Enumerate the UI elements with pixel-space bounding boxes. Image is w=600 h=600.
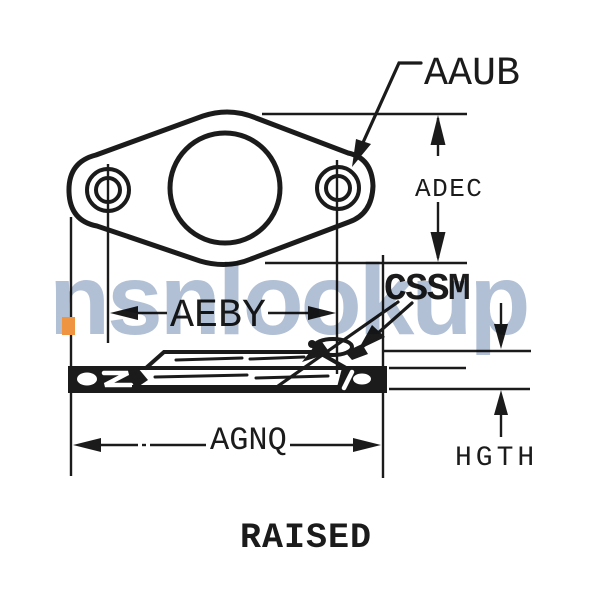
- hgth-down-arrowhead-icon: [494, 324, 508, 349]
- extension-lines: [69, 112, 531, 478]
- section-hatch-bottom-bar: [132, 385, 344, 391]
- top-view-flange: [66, 109, 376, 374]
- side-view-cross-section: [68, 337, 387, 393]
- adec-down-arrowhead-icon: [430, 232, 446, 262]
- hgth-up-arrowhead-icon: [494, 390, 508, 415]
- nsnlookup-watermark: nsnlookup: [49, 244, 531, 356]
- aaub-label: AAUB: [424, 52, 520, 97]
- center-bore-hole: [167, 130, 283, 246]
- aeby-dimension: AEBY: [110, 294, 336, 339]
- watermark-orange-accent: [62, 317, 75, 335]
- cssm-arrow-blob: [345, 344, 368, 360]
- section-hatch-stroke: [248, 355, 306, 361]
- figure-caption: RAISED: [240, 518, 372, 558]
- cssm-arrowhead-icon: [358, 325, 385, 350]
- cssm-arrow-blob: [308, 340, 316, 348]
- cssm-label: CSSM: [384, 268, 469, 311]
- section-hatch-stroke: [174, 356, 244, 362]
- hgth-label: HGTH: [455, 443, 538, 474]
- aeby-right-arrowhead-icon: [308, 306, 336, 320]
- aaub-leader-line: [354, 61, 423, 160]
- aaub-arrowhead-icon: [352, 139, 371, 167]
- section-hatch-tick: [341, 369, 355, 391]
- section-hatch-cutout-right: [353, 373, 371, 385]
- agnq-dimension: AGNQ: [73, 422, 381, 459]
- aeby-left-arrowhead-icon: [110, 306, 138, 320]
- adec-dimension: ADEC: [415, 115, 483, 262]
- section-hatch-stroke: [153, 373, 249, 379]
- hgth-dimension: HGTH: [455, 303, 538, 474]
- cssm-arrowhead-icon: [302, 339, 330, 362]
- raised-face-outline: [144, 350, 348, 370]
- agnq-label: AGNQ: [210, 422, 287, 459]
- section-hatch-cutout: [77, 372, 97, 386]
- agnq-right-arrowhead-icon: [353, 438, 381, 452]
- aaub-callout: AAUB: [352, 52, 520, 167]
- cssm-leader-line-1: [276, 300, 400, 388]
- adec-up-arrowhead-icon: [430, 115, 446, 145]
- cssm-callout: CSSM: [276, 268, 471, 388]
- adec-label: ADEC: [415, 174, 483, 204]
- section-hatch-zigzag: [101, 370, 134, 388]
- agnq-left-arrowhead-icon: [73, 438, 101, 452]
- aeby-label: AEBY: [170, 294, 266, 339]
- flange-outline: [66, 109, 376, 267]
